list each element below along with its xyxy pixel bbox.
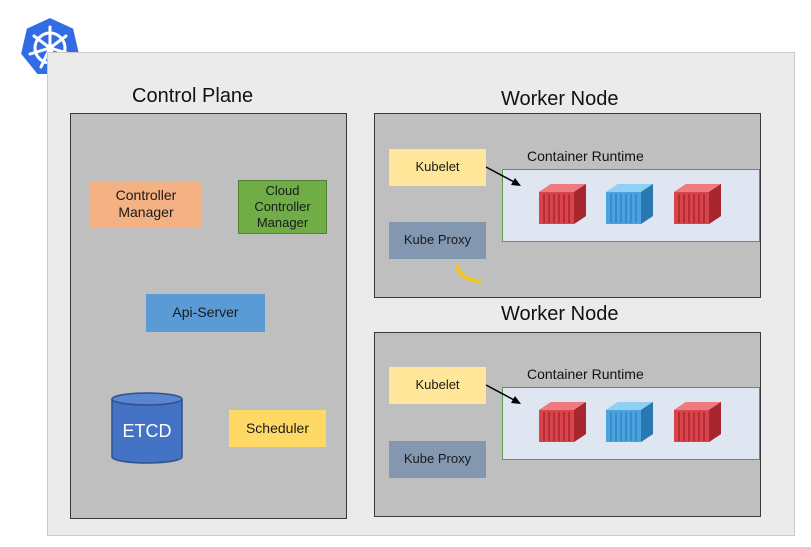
container-icon [537,182,587,226]
cloud-controller-manager-label: Cloud Controller Manager [254,182,311,231]
worker-node-title: Worker Node [501,88,619,110]
kube-proxy-box: Kube Proxy [389,441,486,478]
controller-manager-box: Controller Manager [90,181,202,227]
etcd-label: ETCD [122,420,172,441]
api-server-box: Api-Server [146,294,265,332]
database-icon [111,392,183,464]
container-icon [672,182,722,226]
cursor-highlight-mark [455,264,482,283]
worker-node-title: Worker Node [501,303,619,325]
kube-proxy-box: Kube Proxy [389,222,486,259]
api-server-label: Api-Server [172,304,239,321]
container-icon [604,182,654,226]
controller-manager-label: Controller Manager [115,186,177,221]
control-plane-title: Control Plane [132,85,254,107]
cloud-controller-manager-box: Cloud Controller Manager [238,180,327,234]
scheduler-box: Scheduler [229,410,326,447]
kubelet-label: Kubelet [415,159,460,175]
kubelet-arrow [485,166,521,186]
etcd-cylinder: ETCD [111,392,183,464]
kube-proxy-label: Kube Proxy [403,232,472,248]
kubelet-arrow [485,384,521,404]
kube-proxy-label: Kube Proxy [403,451,472,467]
container-icon [537,400,587,444]
container-runtime-label: Container Runtime [527,366,644,382]
scheduler-label: Scheduler [245,419,310,436]
kubelet-label: Kubelet [415,377,460,393]
kubelet-box: Kubelet [389,149,486,186]
container-runtime-label: Container Runtime [527,148,644,164]
container-icon [604,400,654,444]
container-icon [672,400,722,444]
kubelet-box: Kubelet [389,367,486,404]
